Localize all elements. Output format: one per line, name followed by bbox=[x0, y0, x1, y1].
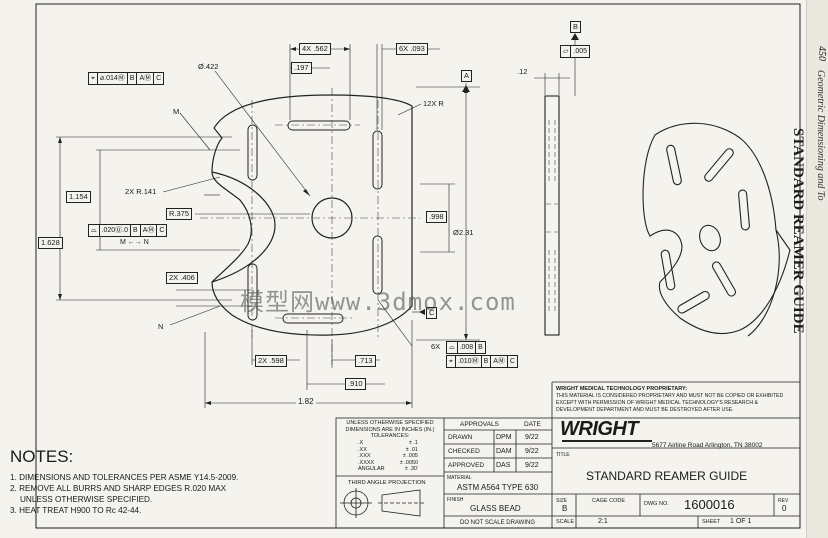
material-label: MATERIAL bbox=[447, 475, 472, 481]
dim-1154: 1.154 bbox=[66, 191, 91, 203]
tolerance-label: TOLERANCES: bbox=[370, 433, 410, 439]
isometric-view bbox=[642, 122, 791, 337]
dwg-label: DWG NO. bbox=[644, 501, 669, 507]
checked-by: DAM bbox=[496, 448, 512, 455]
slots bbox=[247, 120, 383, 324]
size-value: B bbox=[562, 504, 568, 513]
drawn-date: 9/22 bbox=[525, 434, 539, 441]
tolerance-row: .XXXX± .0050 bbox=[358, 459, 418, 466]
company-logo: WRIGHT bbox=[560, 418, 639, 440]
proprietary-notice: WRIGHT MEDICAL TECHNOLOGY PROPRIETARY: T… bbox=[556, 386, 796, 414]
proprietary-heading: WRIGHT MEDICAL TECHNOLOGY PROPRIETARY: bbox=[556, 386, 688, 392]
plate-outline bbox=[211, 94, 413, 336]
dim-2x-598: 2X .598 bbox=[255, 355, 287, 367]
note-item: 2. REMOVE ALL BURRS AND SHARP EDGES R.02… bbox=[10, 484, 227, 493]
leaders bbox=[162, 70, 424, 347]
notes-list: 1. DIMENSIONS AND TOLERANCES PER ASME Y1… bbox=[10, 472, 238, 516]
tolerance-row: .X± .1 bbox=[358, 440, 418, 446]
title-label: TITLE bbox=[556, 452, 570, 458]
dim-12x-r: 12X R bbox=[423, 99, 444, 108]
scale-label: SCALE bbox=[556, 519, 575, 525]
dwg-number: 1600016 bbox=[684, 497, 735, 512]
datum-b: B bbox=[570, 21, 582, 33]
finish-label: FINISH bbox=[447, 497, 464, 503]
dim-2x-r141: 2X R.141 bbox=[125, 187, 157, 196]
titleblock-grid bbox=[335, 381, 801, 529]
label-6x: 6X bbox=[431, 342, 441, 351]
scale-value: 2:1 bbox=[598, 518, 608, 525]
logo-underline bbox=[562, 440, 652, 442]
datum-c: C bbox=[426, 307, 438, 319]
date-header: DATE bbox=[524, 421, 541, 428]
datum-triangles bbox=[419, 33, 579, 315]
tolerance-table: .X± .1 .XX± .01 .XXX± .005 .XXXX± .0050 … bbox=[358, 440, 418, 473]
approved-by: DAS bbox=[496, 462, 511, 469]
sheet-value: 1 OF 1 bbox=[730, 518, 752, 525]
no-scale-note: DO NOT SCALE DRAWING bbox=[460, 520, 536, 526]
company-address: 5677 Airline Road Arlington, TN 38002 bbox=[652, 442, 763, 449]
dim-4x-562: 4X .562 bbox=[299, 43, 331, 55]
book-page-edge: 450 Geometric Dimensioning and To bbox=[806, 0, 828, 538]
label-m: M bbox=[173, 107, 180, 116]
rev-value: 0 bbox=[782, 504, 787, 513]
concave-cutout bbox=[211, 171, 276, 283]
note-item: 1. DIMENSIONS AND TOLERANCES PER ASME Y1… bbox=[10, 473, 239, 482]
dim-side-12: .12 bbox=[517, 67, 528, 76]
side-view bbox=[534, 40, 576, 336]
finish-value: GLASS BEAD bbox=[470, 504, 521, 513]
drawn-by: DPM bbox=[496, 434, 512, 441]
approved-label: APPROVED bbox=[448, 462, 485, 469]
dim-1628: 1.628 bbox=[38, 237, 63, 249]
dim-2x-406: 2X .406 bbox=[166, 272, 198, 284]
drawn-label: DRAWN bbox=[448, 434, 473, 441]
dim-dia-231: Ø2.31 bbox=[453, 228, 474, 237]
tolerance-heading: UNLESS OTHERWISE SPECIFIED DIMENSIONS AR… bbox=[345, 420, 435, 433]
note-item: 3. HEAT TREAT H900 TO Rc 42-44. bbox=[10, 506, 142, 515]
checked-date: 9/22 bbox=[525, 448, 539, 455]
dim-r375: R.375 bbox=[166, 208, 193, 220]
label-m-n: M ←→ N bbox=[120, 239, 149, 246]
projection-label: THIRD ANGLE PROJECTION bbox=[348, 480, 426, 486]
datum-a: A bbox=[461, 70, 473, 82]
cage-label: CAGE CODE bbox=[592, 498, 626, 504]
dim-713: .713 bbox=[355, 355, 376, 367]
dim-910: .910 bbox=[345, 378, 366, 390]
dim-6x-093: 6X .093 bbox=[396, 43, 428, 55]
proprietary-body: THIS MATERIAL IS CONSIDERED PROPRIETARY … bbox=[556, 393, 784, 413]
dim-197: .197 bbox=[291, 62, 312, 74]
third-angle-symbol bbox=[340, 488, 426, 518]
watermark-text: 模型网www.3dmox.com bbox=[240, 288, 516, 316]
material-value: ASTM A564 TYPE 630 bbox=[457, 483, 539, 492]
running-head: Geometric Dimensioning and To bbox=[815, 70, 826, 201]
tolerance-row: ANGULAR± .30' bbox=[358, 466, 418, 472]
approved-date: 9/22 bbox=[525, 462, 539, 469]
page-number: 450 bbox=[816, 46, 827, 61]
dim-dia-422: Ø.422 bbox=[198, 62, 219, 71]
dim-182: 1.82 bbox=[296, 397, 316, 406]
label-n: N bbox=[158, 322, 164, 331]
drawing-title: STANDARD REAMER GUIDE bbox=[586, 469, 748, 483]
sheet-label: SHEET bbox=[702, 519, 721, 525]
dim-998: .998 bbox=[426, 211, 447, 223]
arrowheads bbox=[58, 47, 468, 405]
checked-label: CHECKED bbox=[448, 448, 480, 455]
tolerance-block: UNLESS OTHERWISE SPECIFIED DIMENSIONS AR… bbox=[339, 420, 441, 440]
notes-heading: NOTES: bbox=[10, 447, 74, 466]
tolerance-row: .XX± .01 bbox=[358, 446, 418, 453]
tolerance-row: .XXX± .005 bbox=[358, 453, 418, 459]
fcf-flatness: ▱.005 bbox=[560, 45, 591, 58]
rev-label: REV bbox=[778, 498, 789, 504]
note-item: UNLESS OTHERWISE SPECIFIED. bbox=[20, 495, 153, 504]
size-label: SIZE bbox=[556, 498, 568, 504]
approvals-header: APPROVALS bbox=[460, 421, 499, 428]
